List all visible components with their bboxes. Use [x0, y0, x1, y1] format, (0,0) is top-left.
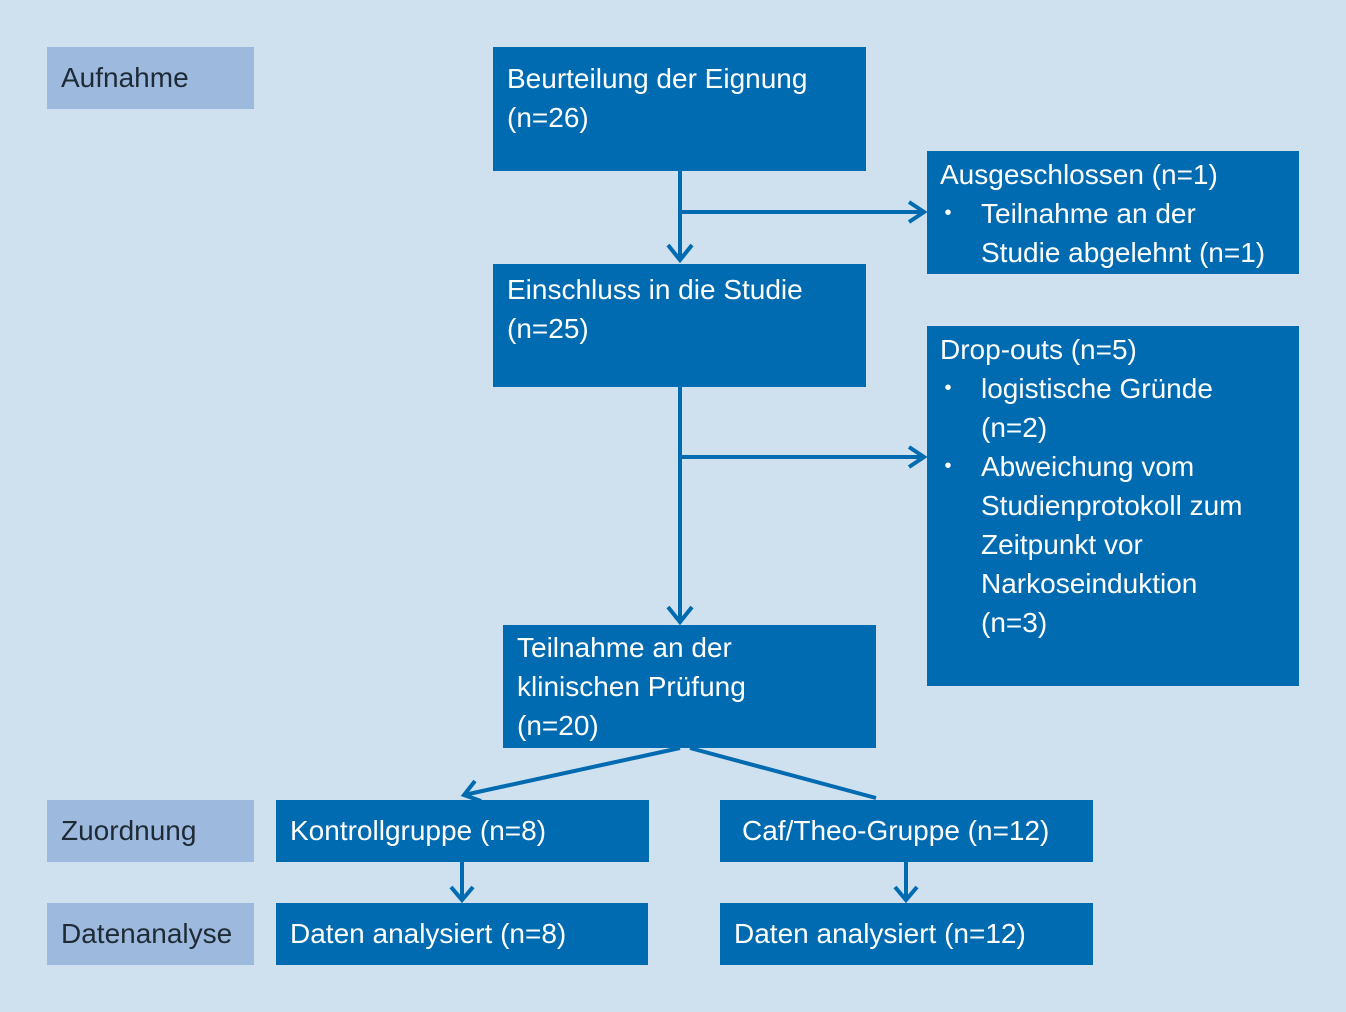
- excluded-box: Ausgeschlossen (n=1) • Teilnahme an der …: [927, 151, 1299, 274]
- list-item-line: Studie abgelehnt (n=1): [981, 237, 1266, 268]
- list-item-line: (n=3): [981, 607, 1048, 638]
- box-title: Ausgeschlossen (n=1): [940, 159, 1218, 190]
- stage-label-text: Datenanalyse: [61, 918, 233, 949]
- stage-label-analysis: Datenanalyse: [47, 903, 254, 965]
- arrowhead: [449, 885, 475, 904]
- participation-box: Teilnahme an der klinischen Prüfung (n=2…: [503, 625, 876, 748]
- control-analysis-box: Daten analysiert (n=8): [276, 903, 648, 965]
- list-item-line: Teilnahme an der: [981, 198, 1196, 229]
- box-line: (n=20): [517, 710, 599, 741]
- arrowhead: [666, 605, 694, 626]
- caf-theo-group-box: Caf/Theo-Gruppe (n=12): [720, 800, 1093, 862]
- list-item-line: Narkoseinduktion: [981, 568, 1198, 599]
- arrowhead: [460, 779, 482, 803]
- caf-analysis-box: Daten analysiert (n=12): [720, 903, 1093, 965]
- list-item-line: logistische Gründe: [981, 373, 1213, 404]
- box-line: Einschluss in die Studie: [507, 274, 803, 305]
- box-line: klinischen Prüfung: [517, 671, 746, 702]
- list-item: • logistische Gründe (n=2): [940, 369, 1286, 447]
- box-line: Kontrollgruppe (n=8): [290, 815, 547, 846]
- arrow-to-caf-group: [689, 746, 877, 800]
- box-line: (n=25): [507, 313, 589, 344]
- list-item-line: Zeitpunkt vor: [981, 529, 1143, 560]
- list-item-line: Abweichung vom: [981, 451, 1195, 482]
- arrow-to-control-group: [463, 746, 681, 797]
- box-title: Drop-outs (n=5): [940, 334, 1137, 365]
- box-line: Teilnahme an der: [517, 632, 732, 663]
- eligibility-box: Beurteilung der Eignung (n=26): [493, 47, 866, 171]
- box-line: Daten analysiert (n=8): [290, 918, 567, 949]
- stage-label-text: Zuordnung: [61, 815, 197, 846]
- stage-label-enrollment: Aufnahme: [47, 47, 254, 109]
- list-item: • Teilnahme an der Studie abgelehnt (n=1…: [940, 194, 1286, 272]
- bullet-icon: •: [944, 377, 952, 399]
- exclusion-reasons: • Teilnahme an der Studie abgelehnt (n=1…: [940, 194, 1286, 272]
- dropouts-box: Drop-outs (n=5) • logistische Gründe (n=…: [927, 326, 1299, 686]
- arrowhead: [666, 243, 694, 264]
- list-item-line: Studienprotokoll zum: [981, 490, 1243, 521]
- box-line: Caf/Theo-Gruppe (n=12): [742, 815, 1050, 846]
- control-group-box: Kontrollgruppe (n=8): [276, 800, 649, 862]
- bullet-icon: •: [944, 455, 952, 477]
- inclusion-box: Einschluss in die Studie (n=25): [493, 264, 866, 387]
- list-item-line: (n=2): [981, 412, 1048, 443]
- box-line: Daten analysiert (n=12): [734, 918, 1026, 949]
- box-line: (n=26): [507, 102, 589, 133]
- arrowhead: [907, 200, 928, 224]
- arrowhead: [907, 445, 928, 469]
- bullet-icon: •: [944, 202, 952, 224]
- arrowhead: [893, 885, 919, 904]
- list-item: • Abweichung vom Studienprotokoll zum Ze…: [940, 447, 1286, 642]
- box-line: Beurteilung der Eignung: [507, 63, 808, 94]
- stage-label-text: Aufnahme: [61, 62, 189, 93]
- stage-label-allocation: Zuordnung: [47, 800, 254, 862]
- dropout-reasons: • logistische Gründe (n=2) • Abweichung …: [940, 369, 1286, 642]
